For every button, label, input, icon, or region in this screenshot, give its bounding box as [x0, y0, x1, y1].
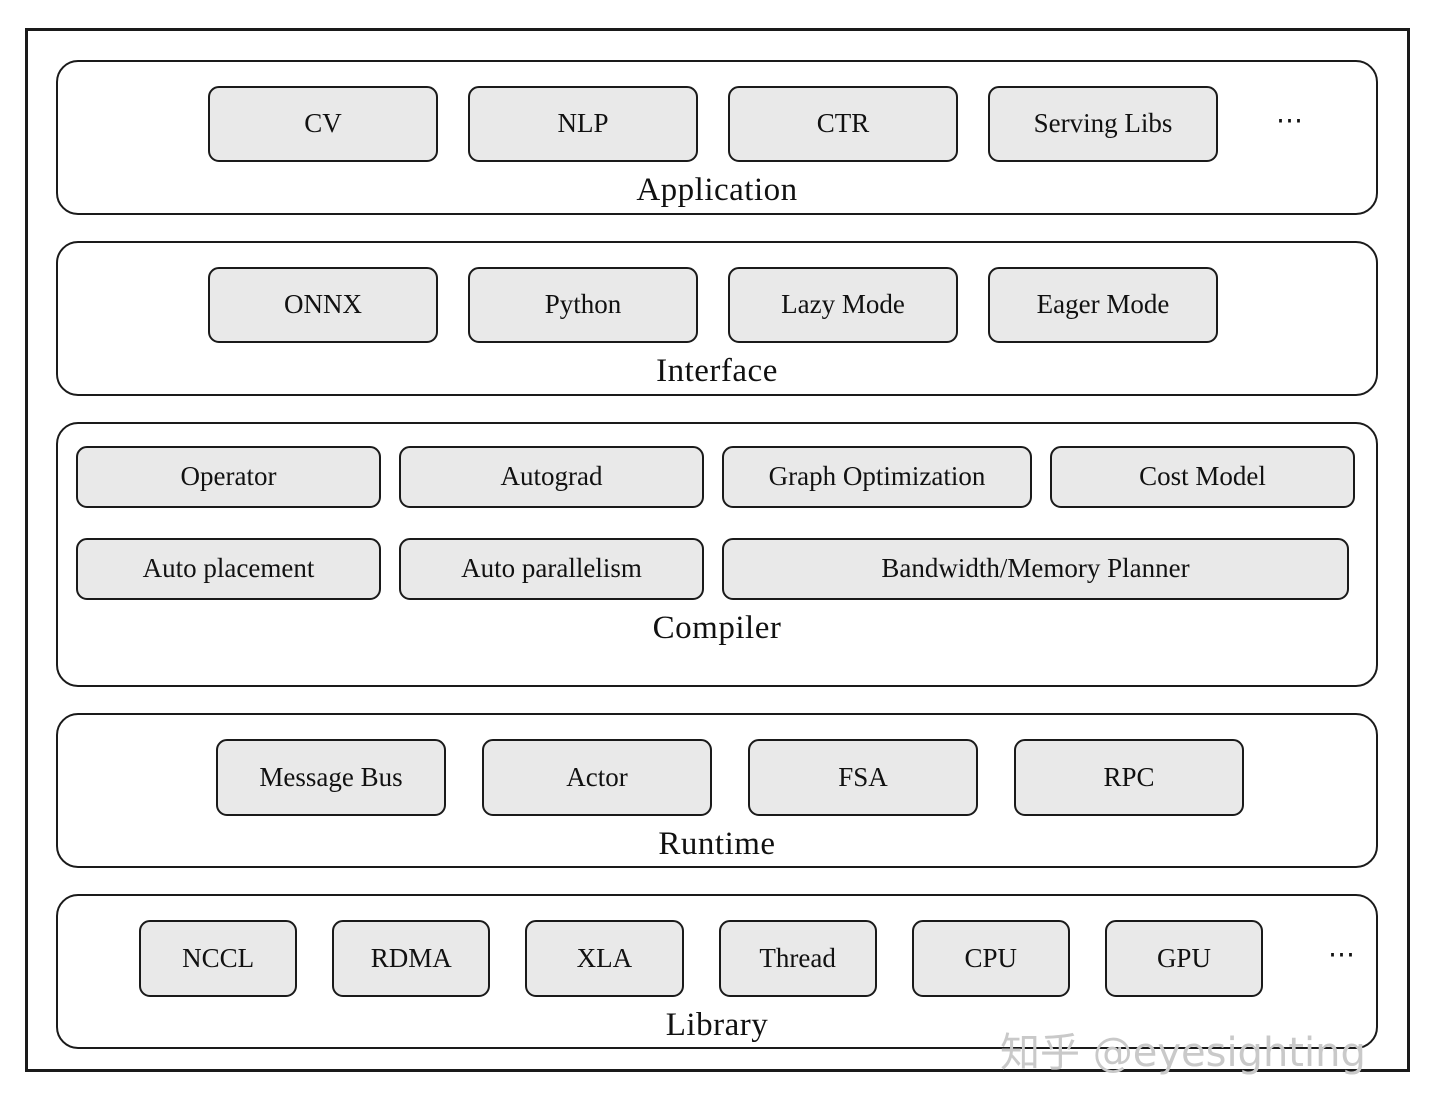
node-thread[interactable]: Thread	[718, 920, 877, 997]
ellipsis-icon: ⋯	[1328, 939, 1359, 969]
box-row: ONNX Python Lazy Mode Eager Mode	[76, 267, 1358, 343]
node-gpu[interactable]: GPU	[1104, 920, 1264, 997]
node-cost-model[interactable]: Cost Model	[1050, 446, 1355, 508]
node-rdma[interactable]: RDMA	[332, 920, 491, 997]
layer-rows: NCCL RDMA XLA Thread CPU GPU ⋯	[76, 920, 1358, 997]
node-nlp[interactable]: NLP	[468, 86, 698, 162]
layer-panel-interface: ONNX Python Lazy Mode Eager Mode Interfa…	[56, 241, 1378, 396]
layer-panel-library: NCCL RDMA XLA Thread CPU GPU ⋯ Library	[56, 894, 1378, 1049]
layer-rows: CV NLP CTR Serving Libs ⋯	[76, 86, 1358, 162]
box-row: Operator Autograd Graph Optimization Cos…	[76, 446, 1358, 508]
node-eager-mode[interactable]: Eager Mode	[988, 267, 1218, 343]
layer-panel-application: CV NLP CTR Serving Libs ⋯ Application	[56, 60, 1378, 215]
layer-panel-runtime: Message Bus Actor FSA RPC Runtime	[56, 713, 1378, 868]
node-auto-placement[interactable]: Auto placement	[76, 538, 381, 600]
node-auto-parallelism[interactable]: Auto parallelism	[399, 538, 704, 600]
box-row: NCCL RDMA XLA Thread CPU GPU ⋯	[76, 920, 1358, 997]
box-row: CV NLP CTR Serving Libs ⋯	[76, 86, 1358, 162]
node-rpc[interactable]: RPC	[1014, 739, 1244, 816]
layer-rows: Operator Autograd Graph Optimization Cos…	[76, 446, 1358, 600]
node-onnx[interactable]: ONNX	[208, 267, 438, 343]
layer-title-compiler: Compiler	[652, 610, 782, 646]
box-row: Auto placement Auto parallelism Bandwidt…	[76, 538, 1358, 600]
layer-title-interface: Interface	[656, 353, 778, 389]
diagram-outer-frame: CV NLP CTR Serving Libs ⋯ Application ON…	[25, 28, 1410, 1072]
node-fsa[interactable]: FSA	[748, 739, 978, 816]
node-bandwidth-memory-planner[interactable]: Bandwidth/Memory Planner	[722, 538, 1349, 600]
layer-title-runtime: Runtime	[658, 826, 776, 862]
node-ctr[interactable]: CTR	[728, 86, 958, 162]
layer-rows: ONNX Python Lazy Mode Eager Mode	[76, 267, 1358, 343]
layer-panel-compiler: Operator Autograd Graph Optimization Cos…	[56, 422, 1378, 687]
ellipsis-icon: ⋯	[1276, 104, 1306, 135]
node-serving-libs[interactable]: Serving Libs	[988, 86, 1218, 162]
node-nccl[interactable]: NCCL	[139, 920, 298, 997]
node-actor[interactable]: Actor	[482, 739, 712, 816]
node-xla[interactable]: XLA	[525, 920, 684, 997]
node-graph-optimization[interactable]: Graph Optimization	[722, 446, 1032, 508]
node-python[interactable]: Python	[468, 267, 698, 343]
node-operator[interactable]: Operator	[76, 446, 381, 508]
node-cv[interactable]: CV	[208, 86, 438, 162]
layer-title-library: Library	[665, 1007, 769, 1043]
node-lazy-mode[interactable]: Lazy Mode	[728, 267, 958, 343]
node-message-bus[interactable]: Message Bus	[216, 739, 446, 816]
layer-stack: CV NLP CTR Serving Libs ⋯ Application ON…	[56, 60, 1378, 1049]
box-row: Message Bus Actor FSA RPC	[76, 739, 1358, 816]
node-cpu[interactable]: CPU	[911, 920, 1070, 997]
layer-rows: Message Bus Actor FSA RPC	[76, 739, 1358, 816]
layer-title-application: Application	[636, 172, 798, 208]
node-autograd[interactable]: Autograd	[399, 446, 704, 508]
